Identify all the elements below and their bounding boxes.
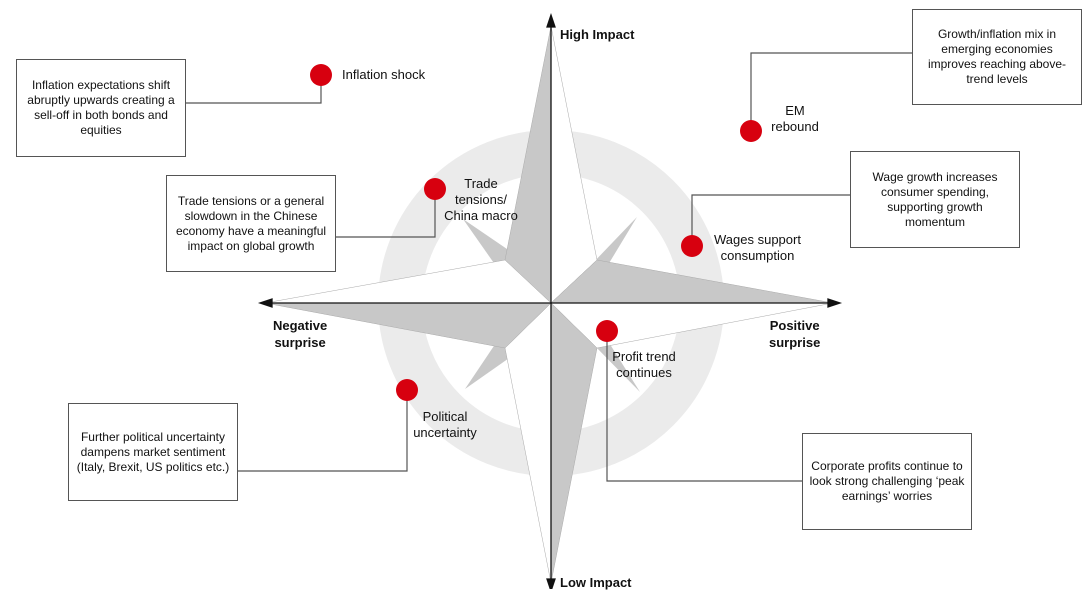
connector-em-rebound [750, 52, 913, 130]
note-wages-support-text: Wage growth increases consumer spending,… [872, 169, 998, 229]
dot-political-uncertainty [396, 379, 418, 401]
dot-wages-support [681, 235, 703, 257]
axis-label-bottom: Low Impact [560, 575, 632, 590]
connector-trade-tensions [335, 190, 436, 238]
risk-label-political-uncertainty: Political uncertainty [413, 409, 477, 440]
arrow-right [827, 298, 843, 308]
axis-label-right: Positive surprise [769, 318, 821, 350]
dot-profit-trend [596, 320, 618, 342]
risk-label-inflation-shock: Inflation shock [342, 67, 426, 82]
axis-label-left: Negative surprise [273, 318, 328, 350]
connectors [185, 52, 913, 482]
axes [257, 12, 843, 589]
connector-profit-trend [606, 332, 803, 482]
note-inflation-shock: Inflation expectations shift abruptly up… [16, 59, 186, 157]
risk-label-wages-support: Wages support consumption [714, 232, 801, 263]
risk-dots [310, 64, 762, 401]
risk-label-profit-trend: Profit trend continues [612, 349, 676, 380]
note-political-uncertainty: Further political uncertainty dampens ma… [68, 403, 238, 501]
note-political-uncertainty-text: Further political uncertainty dampens ma… [76, 429, 230, 474]
arrow-up [546, 12, 556, 28]
note-profit-trend: Corporate profits continue to look stron… [802, 433, 972, 530]
note-trade-tensions-text: Trade tensions or a general slowdown in … [175, 193, 327, 253]
note-trade-tensions: Trade tensions or a general slowdown in … [166, 175, 336, 272]
arrow-left [257, 298, 273, 308]
note-wages-support: Wage growth increases consumer spending,… [850, 151, 1020, 248]
note-inflation-shock-text: Inflation expectations shift abruptly up… [27, 78, 175, 137]
axis-label-top: High Impact [560, 27, 635, 42]
connector-wages-support [691, 194, 851, 245]
note-em-rebound-text: Growth/inflation mix in emerging economi… [927, 27, 1067, 86]
risk-label-trade-tensions: Trade tensions/ China macro [444, 176, 518, 223]
dot-em-rebound [740, 120, 762, 142]
dot-inflation-shock [310, 64, 332, 86]
connector-political-uncertainty [238, 391, 408, 472]
compass-star [264, 25, 834, 584]
dot-trade-tensions [424, 178, 446, 200]
connector-inflation-shock [185, 76, 322, 104]
note-profit-trend-text: Corporate profits continue to look stron… [809, 459, 965, 503]
note-em-rebound: Growth/inflation mix in emerging economi… [912, 9, 1082, 105]
risk-label-em-rebound: EM rebound [771, 103, 819, 134]
arrow-down [546, 578, 556, 589]
